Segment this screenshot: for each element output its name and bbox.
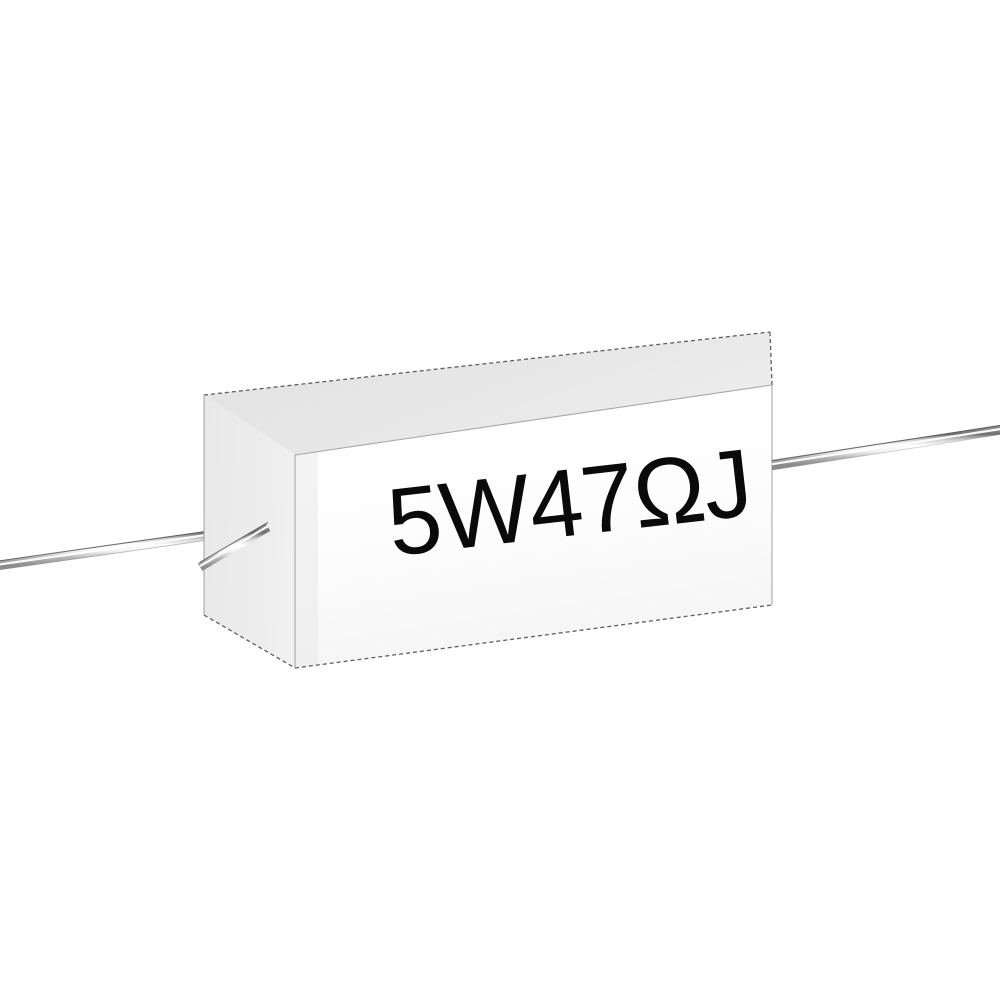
right-lead-wire-front-specular: [771, 428, 1000, 466]
resistor-body-top-face: [204, 332, 772, 455]
resistor-body-outline-solid: [203, 384, 773, 668]
outline-bottom-front-edge: [294, 604, 773, 669]
right-lead-wire-front-segment: [771, 424, 1000, 470]
outline-top-back-edge: [203, 331, 771, 396]
left-lead-wire-face-top-edge: [199, 521, 269, 563]
outline-bottom-left-edge: [203, 614, 296, 669]
right-lead-wire-bottom-edge: [761, 433, 1000, 472]
resistor-body-left-face: [204, 395, 295, 668]
resistor-body-outline: [203, 331, 773, 669]
left-lead-wire-on-end-face: [197, 521, 271, 571]
outline-top-right-edge: [769, 331, 773, 386]
resistor-body: 5W47ΩJ: [203, 331, 773, 669]
resistor-body-seam-shadow: [295, 452, 318, 668]
outline-top-front-edge: [294, 384, 773, 456]
right-lead-wire-front-top-edge: [771, 424, 1000, 462]
resistor-body-front-face: [295, 385, 772, 668]
left-lead-wire-face-specular: [199, 525, 269, 568]
